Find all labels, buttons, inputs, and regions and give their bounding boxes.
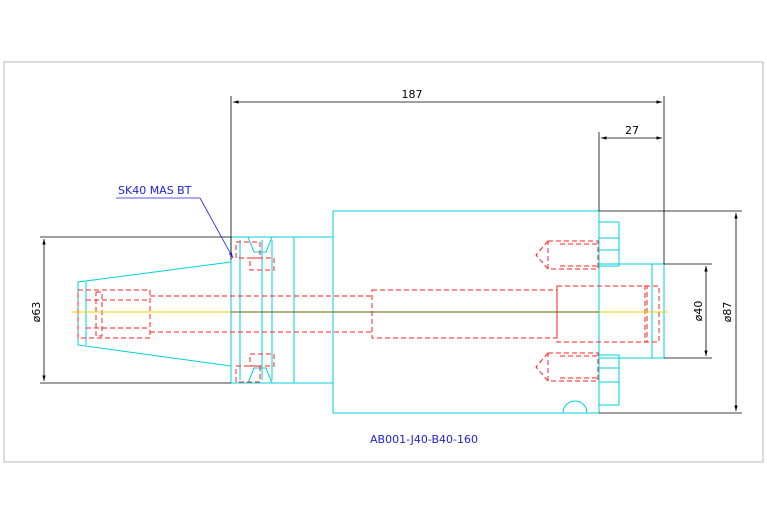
- dimension-187-label: 187: [402, 88, 423, 101]
- callout-leader: [116, 197, 234, 259]
- diameter-40-label: ø40: [692, 301, 705, 322]
- diameter-63-label: ø63: [30, 302, 43, 323]
- part-number: AB001-J40-B40-160: [370, 433, 478, 446]
- drawing-frame: [3, 61, 764, 463]
- part-outline: [77, 210, 665, 414]
- hidden-features: [77, 240, 660, 383]
- callout-label: SK40 MAS BT: [118, 184, 192, 197]
- dimension-lines: [40, 96, 742, 414]
- diameter-87-label: ø87: [721, 302, 734, 323]
- dimension-27-label: 27: [625, 124, 639, 137]
